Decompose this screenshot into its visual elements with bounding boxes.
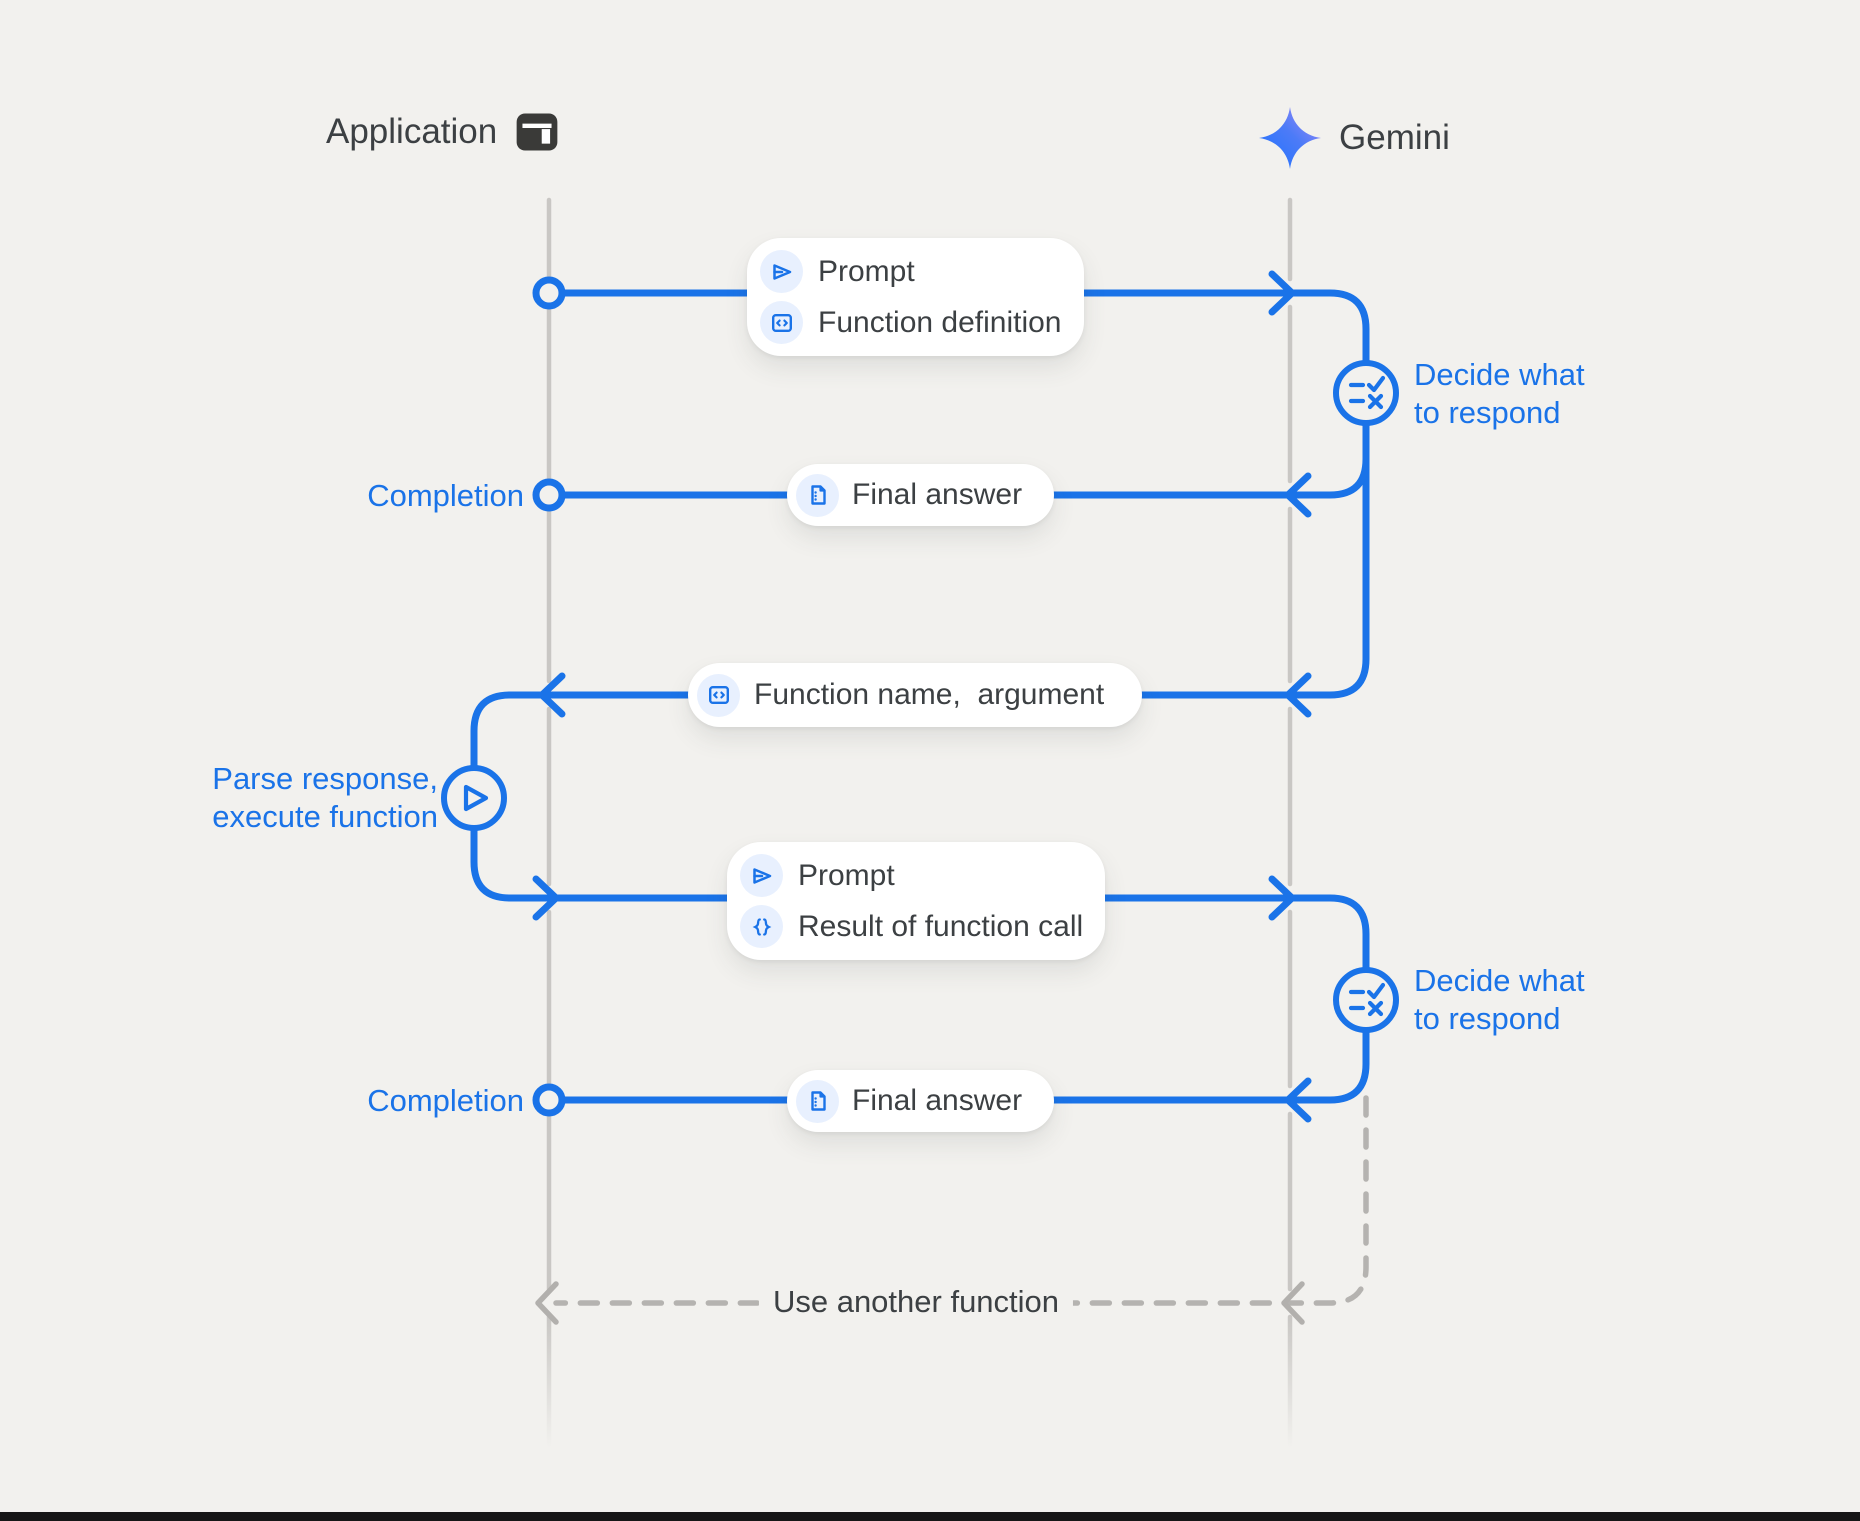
pill-label: Function name, argument: [754, 678, 1105, 711]
message-final-answer-2: Final answer: [787, 1070, 1055, 1132]
braces-icon: [752, 917, 771, 936]
flow-final-answer-1-branch: [545, 455, 1370, 499]
pill-label: Prompt: [818, 254, 915, 288]
play-icon: [463, 784, 489, 812]
use-another-function-path: [553, 1095, 1369, 1306]
send-icon: [772, 263, 791, 280]
decide-label-1: Decide what to respond: [1414, 357, 1585, 430]
gemini-label: Gemini: [1339, 118, 1450, 157]
decide-rules-icon: [1348, 375, 1386, 410]
message-prompt-result: Prompt Result of function call: [727, 842, 1106, 960]
pill-label: Function definition: [818, 305, 1062, 339]
arrow-result-out-of-application: [532, 875, 560, 921]
use-another-arrow-gemini: [1281, 1281, 1305, 1325]
send-icon: [752, 867, 771, 884]
pill-label: Final answer: [852, 478, 1023, 511]
arrow-prompt-into-gemini: [1268, 270, 1296, 316]
pill-label: Result of function call: [798, 909, 1084, 943]
app-window-icon: [516, 113, 558, 151]
document-icon: [810, 485, 826, 505]
code-box-icon: [708, 685, 729, 705]
decide-rules-icon: [1348, 982, 1386, 1017]
gemini-sparkle-icon: [1259, 107, 1321, 169]
pill-row: Prompt: [740, 854, 895, 897]
pill-label: Prompt: [798, 858, 895, 892]
code-box-icon: [771, 313, 792, 332]
use-another-function-label: Use another function: [758, 1283, 1074, 1321]
application-label: Application: [326, 112, 498, 151]
document-icon: [810, 1091, 826, 1111]
completion1-endpoint-circle: [532, 478, 566, 512]
decide-node-2: [1333, 967, 1399, 1033]
arrow-final1-out-of-gemini: [1284, 472, 1312, 518]
start-endpoint-circle: [532, 276, 566, 310]
message-prompt-function-definition: Prompt Function definition: [747, 238, 1084, 356]
decide-label-2: Decide what to respond: [1414, 963, 1585, 1036]
pill-row: Function definition: [760, 301, 1062, 344]
pill-label: Final answer: [852, 1084, 1023, 1117]
completion-label-1: Completion: [367, 478, 524, 513]
pill-row: Prompt: [760, 250, 915, 293]
parse-execute-node: [441, 765, 507, 831]
application-header: Application: [326, 112, 559, 152]
arrow-fnname-out-of-gemini: [1284, 672, 1312, 718]
arrow-fnname-into-application: [538, 672, 566, 718]
decide-node-1: [1333, 360, 1399, 426]
message-function-name-argument: Function name, argument: [688, 663, 1143, 727]
completion-label-2: Completion: [367, 1083, 524, 1118]
completion2-endpoint-circle: [532, 1083, 566, 1117]
use-another-arrow-application: [535, 1281, 559, 1325]
arrow-final2-out-of-gemini: [1284, 1077, 1312, 1123]
pill-row: Result of function call: [740, 905, 1083, 948]
bottom-bar: [0, 1512, 1860, 1521]
parse-execute-label: Parse response, execute function: [212, 761, 438, 834]
arrow-result-into-gemini: [1268, 875, 1296, 921]
gemini-header: Gemini: [1259, 105, 1450, 171]
message-final-answer-1: Final answer: [787, 464, 1055, 526]
